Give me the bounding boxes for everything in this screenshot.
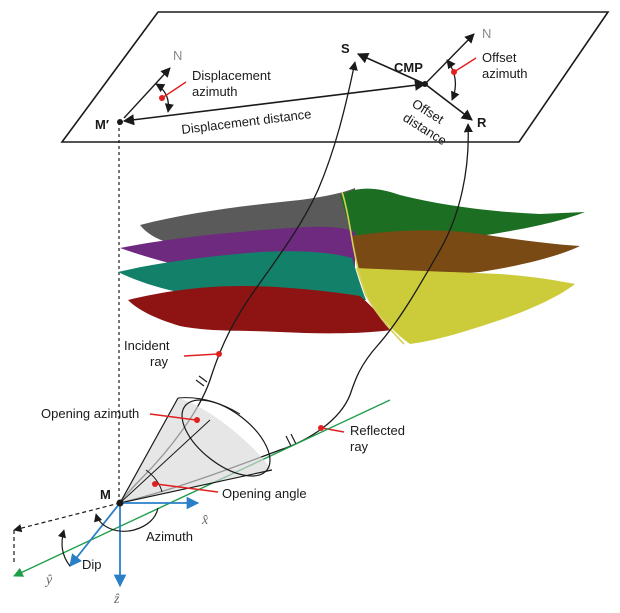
x-axis-label: x̂ xyxy=(201,513,209,528)
subsurface-horizons xyxy=(118,188,585,345)
displacement-distance-arrow xyxy=(122,79,427,126)
opening-angle-pointer xyxy=(155,483,219,493)
incident-ray-break xyxy=(195,375,208,387)
reflected-ray-label-2: ray xyxy=(350,439,369,454)
opening-azimuth-arc xyxy=(177,397,241,415)
opening-azimuth-label: Opening azimuth xyxy=(41,406,139,421)
incident-ray-label-1: Incident xyxy=(124,338,170,353)
reflected-ray-break xyxy=(285,433,297,447)
cone-edge-left xyxy=(119,397,179,504)
y-axis xyxy=(69,502,121,567)
horizon-brown xyxy=(352,230,580,278)
dip-label: Dip xyxy=(82,557,102,572)
azimuth-arc xyxy=(94,507,159,532)
azimuth-label: Azimuth xyxy=(146,529,193,544)
m-point xyxy=(116,499,124,507)
reflected-ray-marker xyxy=(318,425,324,431)
displacement-azimuth-label-2: azimuth xyxy=(192,84,238,99)
cmp-to-s-arrow xyxy=(356,53,426,85)
m-prime-point xyxy=(117,119,123,125)
reflected-ray-pointer xyxy=(321,427,345,433)
opening-azimuth-pointer xyxy=(149,413,197,421)
horizon-yellow xyxy=(356,268,575,344)
reflected-ray-label-1: Reflected xyxy=(350,423,405,438)
s-label: S xyxy=(341,41,350,56)
displacement-azimuth-pointer xyxy=(161,81,187,99)
opening-angle-label: Opening angle xyxy=(222,486,307,501)
north-arrow-right xyxy=(424,33,475,85)
offset-azimuth-label-2: azimuth xyxy=(482,66,528,81)
m-label: M xyxy=(100,487,111,502)
z-axis-label: ẑ xyxy=(113,592,120,607)
north-arrow-left xyxy=(123,67,171,119)
opening-angle-marker xyxy=(152,481,158,487)
incident-ray-label-2: ray xyxy=(150,354,169,369)
offset-azimuth-label-1: Offset xyxy=(482,50,517,65)
cmp-label: CMP xyxy=(394,60,423,75)
dip-arc xyxy=(57,529,71,567)
offset-azimuth-pointer xyxy=(453,57,477,73)
m-prime-label: M′ xyxy=(95,117,109,132)
cmp-point xyxy=(422,81,428,87)
opening-angle-arc xyxy=(145,469,163,493)
y-axis-label: ŷ xyxy=(44,573,53,588)
north-label-left: N xyxy=(173,48,182,63)
horizon-red xyxy=(128,286,392,334)
horizon-fault-edge xyxy=(341,191,405,345)
cmp-to-r-arrow xyxy=(424,83,473,121)
dip-line xyxy=(13,399,391,577)
cone-axis xyxy=(119,419,211,504)
displacement-azimuth-marker xyxy=(159,95,165,101)
offset-azimuth-arc xyxy=(446,59,460,101)
north-label-right: N xyxy=(482,26,491,41)
dip-projection-dashed xyxy=(13,502,121,533)
cone-rim xyxy=(181,399,271,477)
opening-cone xyxy=(120,398,272,503)
r-label: R xyxy=(477,115,487,130)
displacement-azimuth-label-1: Displacement xyxy=(192,68,271,83)
offset-azimuth-marker xyxy=(451,69,457,75)
incident-ray-marker xyxy=(216,351,222,357)
opening-azimuth-marker xyxy=(194,417,200,423)
incident-ray-pointer xyxy=(183,353,219,357)
